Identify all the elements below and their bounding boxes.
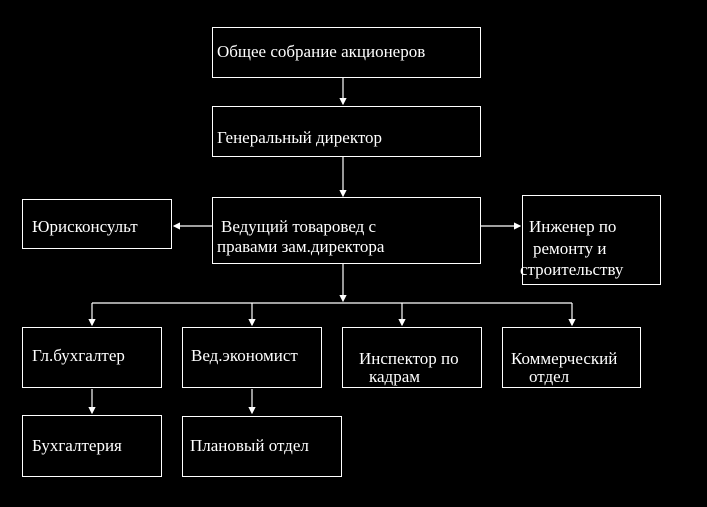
node-label: правами зам.директора — [217, 237, 385, 256]
node-label: кадрам — [369, 367, 420, 386]
node-accounting: Бухгалтерия — [22, 415, 162, 477]
node-chief-accountant: Гл.бухгалтер — [22, 327, 162, 388]
node-general-director: Генеральный директор — [212, 106, 481, 157]
node-commercial-dept: Коммерческий отдел — [502, 327, 641, 388]
node-lead-merchandiser: Ведущий товаровед с правами зам.директор… — [212, 197, 481, 264]
node-label: Общее собрание акционеров — [217, 42, 426, 61]
node-label: Бухгалтерия — [32, 436, 122, 455]
node-label: Генеральный директор — [217, 128, 383, 147]
node-legal-counsel: Юрисконсульт — [22, 199, 172, 249]
node-label: Вед.экономист — [191, 346, 298, 365]
node-lead-economist: Вед.экономист — [182, 327, 322, 388]
node-label: Инженер по — [529, 217, 617, 236]
node-label: Инспектор по — [359, 349, 459, 368]
node-label: строительству — [520, 260, 624, 279]
node-label: ремонту и — [533, 239, 607, 258]
node-label: Плановый отдел — [190, 436, 309, 455]
node-label: отдел — [529, 367, 570, 386]
node-label: Ведущий товаровед с — [221, 217, 377, 236]
node-planning: Плановый отдел — [182, 416, 342, 477]
node-hr-inspector: Инспектор по кадрам — [342, 327, 482, 388]
node-engineer: Инженер по ремонту и строительству — [520, 195, 661, 285]
node-label: Коммерческий — [511, 349, 618, 368]
node-shareholders: Общее собрание акционеров — [212, 27, 481, 78]
node-label: Гл.бухгалтер — [32, 346, 125, 365]
node-label: Юрисконсульт — [32, 217, 138, 236]
